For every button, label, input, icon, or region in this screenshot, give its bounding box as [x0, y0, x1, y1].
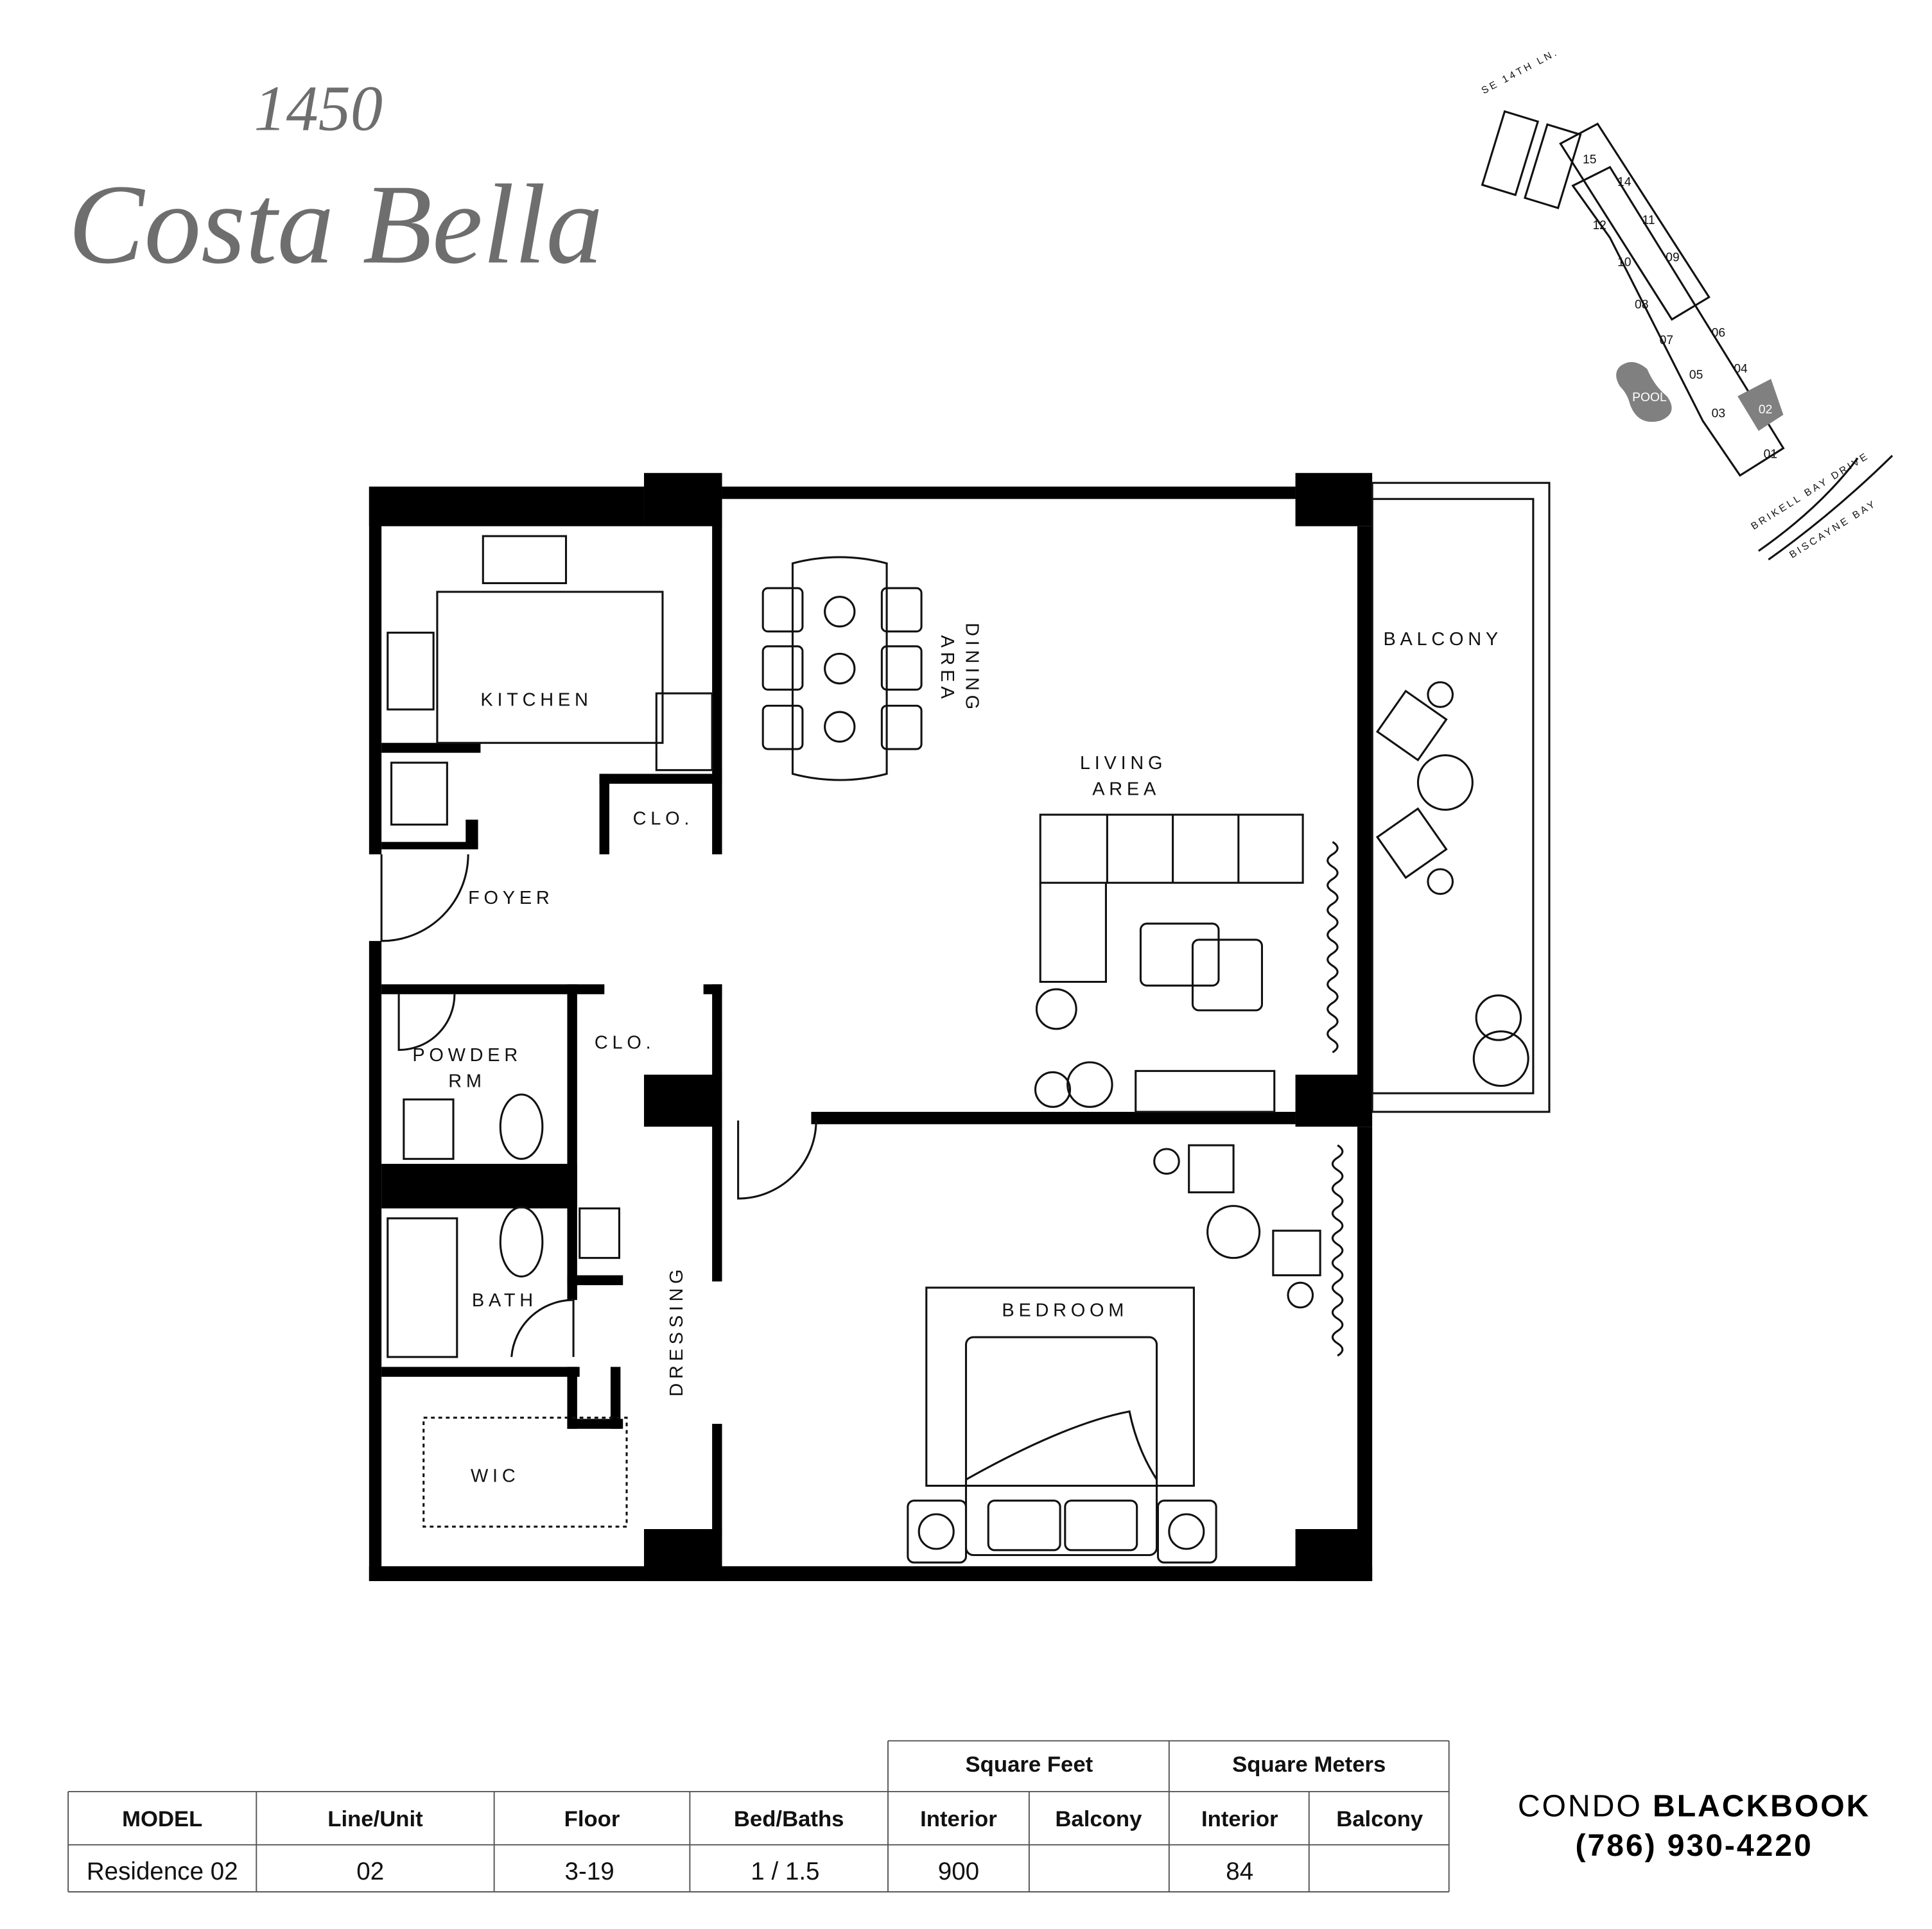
unit-label: 14 [1617, 175, 1632, 189]
brand-name: CONDO BLACKBOOK [1518, 1788, 1871, 1823]
pool [1616, 362, 1672, 422]
unit-label: 06 [1712, 327, 1725, 340]
table-cell: 02 [356, 1858, 384, 1885]
title-name: Costa Bella [68, 162, 603, 288]
column-header: Line/Unit [327, 1807, 423, 1831]
unit-label: 03 [1712, 407, 1725, 420]
title-logo: 1450 Costa Bella [68, 73, 603, 288]
column-header: Balcony [1336, 1807, 1423, 1831]
group-header: Square Feet [966, 1752, 1093, 1777]
room-foyer: FOYER [468, 888, 553, 908]
room-kitchen: KITCHEN [480, 689, 592, 710]
unit-label: 07 [1660, 334, 1673, 347]
room-closet-2: CLO. [595, 1033, 656, 1053]
room-wic: WIC [471, 1466, 519, 1487]
column-header: MODEL [122, 1807, 202, 1831]
unit-label: 10 [1617, 256, 1631, 270]
plant-icon [1034, 994, 1529, 1108]
unit-label: 05 [1689, 368, 1703, 382]
room-bedroom: BEDROOM [1002, 1300, 1128, 1320]
unit-label: 12 [1592, 219, 1606, 232]
unit-label: 11 [1642, 214, 1655, 227]
room-bath: BATH [472, 1290, 537, 1311]
room-powder-1: POWDER [412, 1045, 522, 1066]
group-header: Square Meters [1232, 1752, 1386, 1777]
room-labels: KITCHEN DINING AREA LIVING AREA BALCONY … [412, 623, 1502, 1487]
column-header: Floor [564, 1807, 620, 1831]
unit-label: 04 [1734, 363, 1748, 376]
brand-phone: (786) 930-4220 [1576, 1828, 1813, 1863]
column-header: Interior [1201, 1807, 1278, 1831]
street-se14th: SE 14TH LN. [1480, 47, 1561, 97]
unit-info-table: Square Feet Square Meters MODEL Line/Uni… [67, 1740, 1450, 1893]
unit-label: 08 [1635, 298, 1648, 311]
column-header: Interior [920, 1807, 997, 1831]
room-closet-1: CLO. [633, 809, 694, 829]
table-cell: 3-19 [565, 1858, 614, 1885]
table-cell: 900 [938, 1858, 979, 1885]
highlighted-unit [1737, 379, 1784, 431]
room-dressing: DRESSING [666, 1265, 687, 1397]
room-dining-1: DINING [962, 623, 982, 714]
column-header: Balcony [1055, 1807, 1142, 1831]
unit-label-highlighted: 02 [1759, 403, 1772, 417]
unit-label: 09 [1666, 251, 1679, 264]
street-biscayne: BISCAYNE BAY [1788, 498, 1879, 561]
room-powder-2: RM [448, 1071, 485, 1091]
room-living-1: LIVING [1080, 753, 1167, 774]
pool-label: POOL [1632, 391, 1667, 404]
table-cell: 1 / 1.5 [751, 1858, 819, 1885]
brand-block: CONDO BLACKBOOK (786) 930-4220 [1518, 1788, 1871, 1863]
table-cell: Residence 02 [87, 1858, 238, 1885]
room-living-2: AREA [1092, 779, 1160, 799]
unit-label: 01 [1764, 448, 1777, 462]
room-balcony: BALCONY [1383, 629, 1502, 650]
room-dining-2: AREA [937, 635, 957, 703]
table-cell: 84 [1226, 1858, 1253, 1885]
floor-plan [369, 472, 1551, 1582]
column-header: Bed/Baths [734, 1807, 844, 1831]
unit-label: 15 [1583, 153, 1596, 167]
title-number: 1450 [254, 73, 383, 144]
